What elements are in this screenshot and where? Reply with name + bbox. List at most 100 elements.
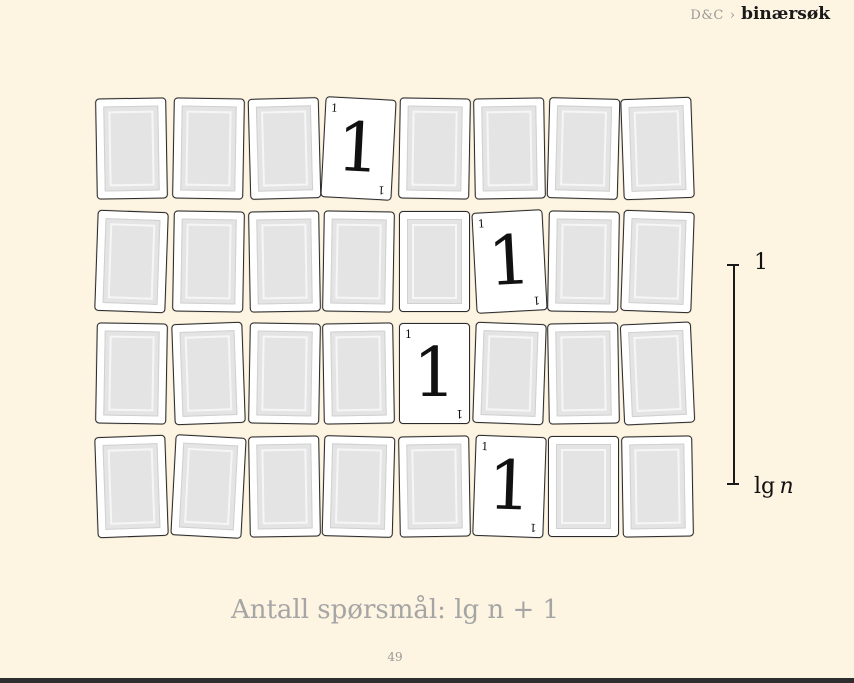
card-back-pattern <box>628 329 687 418</box>
card-back-pattern <box>406 443 463 530</box>
card-back-pattern <box>178 442 239 531</box>
card-corner-index-inverted: 1 <box>529 520 537 534</box>
card-face-down[interactable] <box>620 209 695 314</box>
card-back-border <box>107 223 156 300</box>
card-back-pattern <box>628 105 687 192</box>
card-back-border <box>261 223 308 300</box>
card-back-border <box>485 335 534 412</box>
card-back-border <box>335 335 382 412</box>
card-back-pattern <box>555 218 612 305</box>
card-back-border <box>412 224 457 299</box>
card-back-pattern <box>256 443 313 530</box>
card-face-down[interactable] <box>619 321 696 426</box>
card-back-pattern <box>329 443 388 530</box>
card-back-border <box>560 223 607 300</box>
bracket-tick-top <box>727 264 739 266</box>
card-face-down[interactable] <box>248 210 321 313</box>
page-number: 49 <box>387 650 403 664</box>
card-back-border <box>184 447 233 526</box>
card-face-down[interactable] <box>247 97 322 200</box>
bracket-label-top: 1 <box>754 250 768 275</box>
bracket-label-bottom-prefix: lg <box>754 474 776 499</box>
card-back-border <box>633 110 682 187</box>
card-face-down[interactable] <box>620 96 695 201</box>
card-back-border <box>335 223 382 300</box>
card-face-down[interactable] <box>547 322 620 425</box>
card-back-border <box>634 448 681 525</box>
card-corner-index-inverted: 1 <box>377 183 386 197</box>
card-face-down[interactable] <box>322 210 395 313</box>
card-back-border <box>261 110 308 187</box>
card-back-pattern <box>629 443 686 530</box>
card-back-pattern <box>406 105 463 192</box>
card-back-border <box>560 110 607 187</box>
breadcrumb: D&C›binærsøk <box>690 4 830 24</box>
card-face-down[interactable] <box>547 210 620 313</box>
card-corner-index-inverted: 1 <box>456 407 463 420</box>
card-back-border <box>185 223 232 300</box>
card-back-pattern <box>556 444 611 529</box>
bottom-rule <box>0 678 854 683</box>
card-back-pattern <box>179 330 238 417</box>
card-face-down[interactable] <box>94 209 169 314</box>
card-back-pattern <box>628 218 687 305</box>
card-face-down[interactable] <box>321 435 396 538</box>
card-corner-index: 1 <box>405 328 412 341</box>
card-face-value: 1 <box>412 334 457 413</box>
card-face-down[interactable] <box>398 97 471 200</box>
card-back-pattern <box>554 105 613 192</box>
card-face-down[interactable] <box>621 435 694 538</box>
card-back-border <box>108 335 155 412</box>
card-back-border <box>185 110 232 187</box>
bracket-line <box>733 264 735 484</box>
card-face-down[interactable] <box>171 321 246 426</box>
card-face-down[interactable] <box>170 434 247 539</box>
card-face-down[interactable] <box>546 97 621 200</box>
card-back-border <box>335 448 382 525</box>
card-face-value: 1 <box>486 446 533 527</box>
card-face-down[interactable] <box>472 321 547 426</box>
card-back-border <box>261 335 308 412</box>
card-back-border <box>184 335 233 412</box>
card-back-pattern <box>180 218 237 305</box>
card-back-pattern <box>407 219 462 304</box>
card-face-down[interactable] <box>172 97 245 200</box>
card-back-pattern <box>103 330 160 417</box>
card-face-down[interactable] <box>248 322 321 425</box>
card-back-pattern <box>102 443 161 530</box>
summary-text: Antall spørsmål: lg n + 1 <box>230 595 560 625</box>
bracket-label-bottom-var: n <box>779 474 794 499</box>
card-face-down[interactable] <box>95 322 168 425</box>
card-face-down[interactable] <box>548 436 619 537</box>
breadcrumb-separator: › <box>729 8 736 23</box>
card-back-pattern <box>481 105 538 192</box>
card-back-border <box>486 110 533 187</box>
card-back-border <box>411 448 458 525</box>
card-face-down[interactable] <box>398 435 471 538</box>
card-face-down[interactable] <box>473 97 546 200</box>
bracket-label-bottom: lg n <box>754 474 794 499</box>
card-back-border <box>107 448 156 525</box>
card-face-down[interactable] <box>248 435 321 538</box>
bracket-tick-bottom <box>727 483 739 485</box>
card-back-border <box>633 223 682 300</box>
card-back-border <box>633 335 682 412</box>
card-back-pattern <box>555 330 612 417</box>
card-face-down[interactable] <box>399 211 470 312</box>
card-back-pattern <box>255 105 314 192</box>
card-face-down[interactable] <box>322 322 395 425</box>
card-face-down[interactable] <box>94 434 169 539</box>
card-back-border <box>560 335 607 412</box>
breadcrumb-parent[interactable]: D&C <box>690 8 724 23</box>
card-back-pattern <box>330 330 387 417</box>
card-back-border <box>261 448 308 525</box>
card-face-down[interactable] <box>172 210 245 313</box>
card-back-pattern <box>480 330 539 417</box>
card-face-down[interactable] <box>95 97 168 200</box>
card-back-border <box>561 449 606 524</box>
